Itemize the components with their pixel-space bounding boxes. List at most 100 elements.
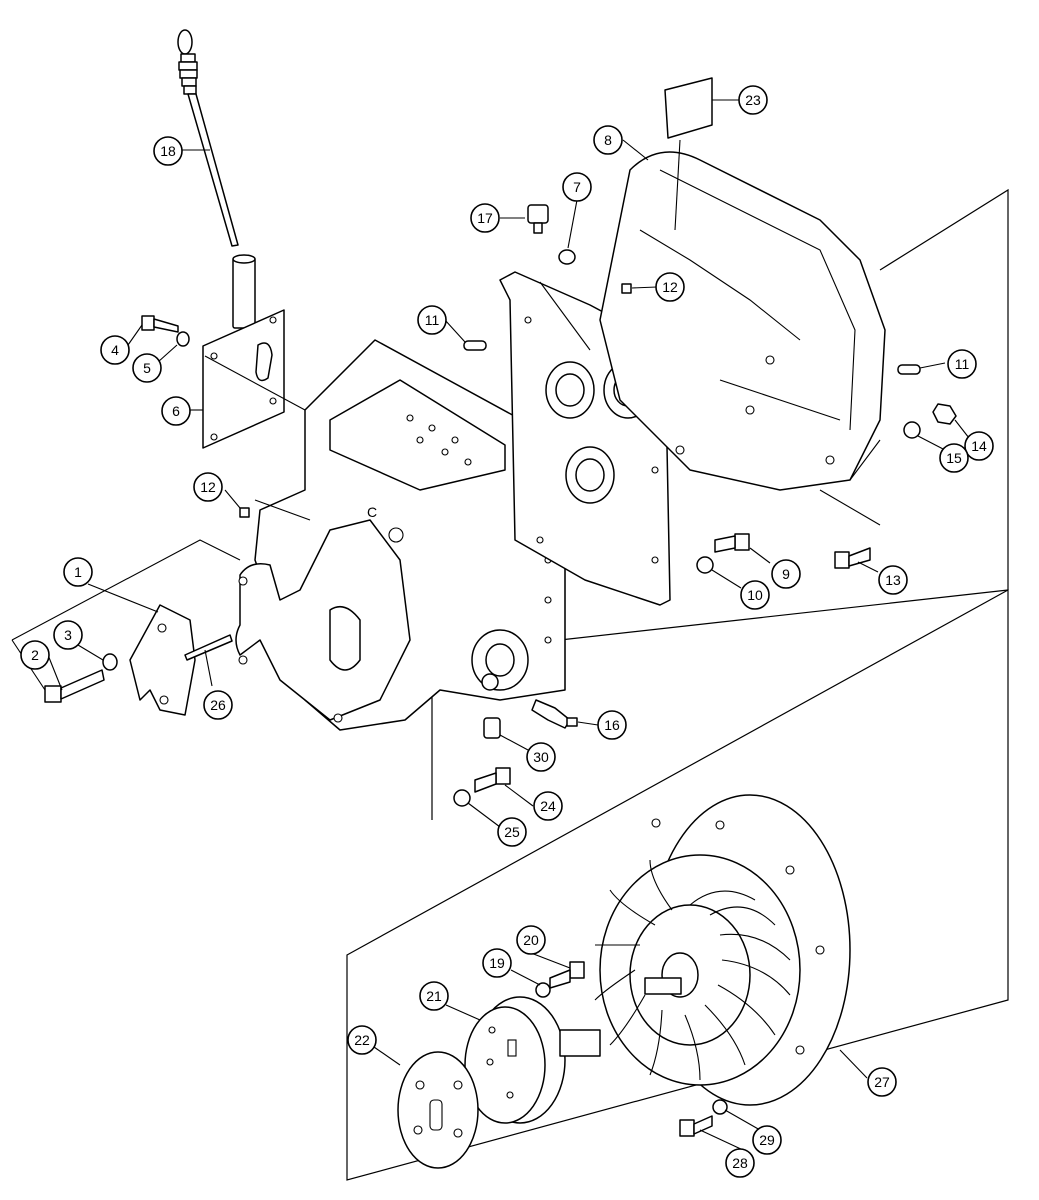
dipstick-tube-plate: [202, 254, 285, 449]
washer-5: [176, 331, 190, 347]
callout-13: 13: [878, 565, 908, 595]
callout-12-top: 12: [655, 272, 685, 302]
svg-text:29: 29: [759, 1132, 775, 1148]
washer-10: [696, 556, 714, 574]
svg-text:16: 16: [604, 717, 620, 733]
callout-2: 2: [20, 640, 50, 670]
callout-25: 25: [497, 817, 527, 847]
svg-text:13: 13: [885, 572, 901, 588]
nut-14: [932, 403, 957, 425]
svg-text:10: 10: [747, 587, 763, 603]
bolt-28: [679, 1115, 713, 1137]
plug-30: [483, 717, 501, 739]
callout-3: 3: [53, 620, 83, 650]
washer-25: [453, 789, 471, 807]
callout-10: 10: [740, 580, 770, 610]
svg-text:12: 12: [200, 479, 216, 495]
callout-26: 26: [203, 690, 233, 720]
svg-text:15: 15: [946, 450, 962, 466]
plug-12-left: [239, 507, 250, 518]
washer-29: [712, 1099, 728, 1115]
callout-22: 22: [347, 1025, 377, 1055]
cover-plate-23: [664, 77, 713, 139]
svg-text:11: 11: [955, 356, 970, 372]
svg-text:26: 26: [210, 697, 226, 713]
leader-lines: [11, 99, 970, 1151]
callout-17: 17: [470, 203, 500, 233]
bolt-20: [549, 961, 585, 989]
bolt-2: [44, 669, 105, 703]
top-frame-line: [879, 188, 1009, 590]
svg-text:28: 28: [732, 1155, 748, 1171]
svg-text:25: 25: [504, 824, 520, 840]
svg-text:17: 17: [477, 210, 493, 226]
plate-22: [397, 1051, 479, 1169]
callout-23: 23: [738, 85, 768, 115]
callout-1: 1: [63, 557, 93, 587]
callout-8: 8: [593, 125, 623, 155]
svg-text:6: 6: [172, 403, 180, 419]
svg-text:7: 7: [573, 179, 581, 195]
callout-21: 21: [419, 981, 449, 1011]
callout-11-right: 11: [947, 349, 977, 379]
svg-text:30: 30: [533, 749, 549, 765]
callout-7: 7: [562, 172, 592, 202]
svg-text:4: 4: [111, 342, 119, 358]
svg-text:12: 12: [662, 279, 678, 295]
callout-4: 4: [100, 335, 130, 365]
assembly-frame: [346, 588, 1009, 1181]
dowel-pin-11-right: [897, 364, 921, 375]
callout-14: 14: [964, 431, 994, 461]
housing-face-text: C: [367, 504, 377, 520]
washer-15: [903, 421, 921, 439]
washer-19: [535, 982, 551, 998]
callout-19: 19: [482, 948, 512, 978]
bolt-9: [714, 533, 750, 553]
callout-27: 27: [867, 1067, 897, 1097]
pump-21: [464, 996, 601, 1124]
dipstick: [177, 29, 239, 247]
svg-text:8: 8: [604, 132, 612, 148]
bolt-13: [834, 547, 871, 569]
plug-12-top: [621, 283, 632, 294]
callout-18: 18: [153, 136, 183, 166]
callout-12-left: 12: [193, 472, 223, 502]
o-ring-7: [558, 249, 576, 265]
svg-text:22: 22: [354, 1032, 370, 1048]
svg-text:5: 5: [143, 360, 151, 376]
callout-29: 29: [752, 1125, 782, 1155]
bell-housing-rear: [599, 151, 886, 491]
svg-text:1: 1: [74, 564, 82, 580]
torque-converter-27: [594, 794, 851, 1106]
sender-16: [531, 699, 578, 729]
callout-30: 30: [526, 742, 556, 772]
callout-28: 28: [725, 1148, 755, 1178]
svg-text:27: 27: [874, 1074, 890, 1090]
dowel-pin-11-left: [463, 340, 487, 351]
callout-9: 9: [771, 559, 801, 589]
callout-15: 15: [939, 443, 969, 473]
svg-text:3: 3: [64, 627, 72, 643]
callout-6: 6: [161, 396, 191, 426]
callout-20: 20: [516, 925, 546, 955]
bolt-4: [141, 315, 179, 333]
callout-24: 24: [533, 791, 563, 821]
svg-text:18: 18: [160, 143, 176, 159]
svg-text:20: 20: [523, 932, 539, 948]
svg-text:11: 11: [425, 312, 440, 328]
svg-text:23: 23: [745, 92, 761, 108]
callout-5: 5: [132, 353, 162, 383]
breather-17: [527, 204, 549, 234]
svg-text:24: 24: [540, 798, 556, 814]
svg-text:2: 2: [31, 647, 39, 663]
cotter-pin-26: [184, 634, 233, 661]
callout-16: 16: [597, 710, 627, 740]
callout-11-left: 11: [417, 305, 447, 335]
bell-housing-front: [235, 519, 411, 723]
washer-3: [102, 653, 118, 671]
svg-text:19: 19: [489, 955, 505, 971]
svg-text:14: 14: [971, 438, 987, 454]
clamp-1: [129, 604, 196, 716]
bolt-24: [474, 767, 511, 793]
